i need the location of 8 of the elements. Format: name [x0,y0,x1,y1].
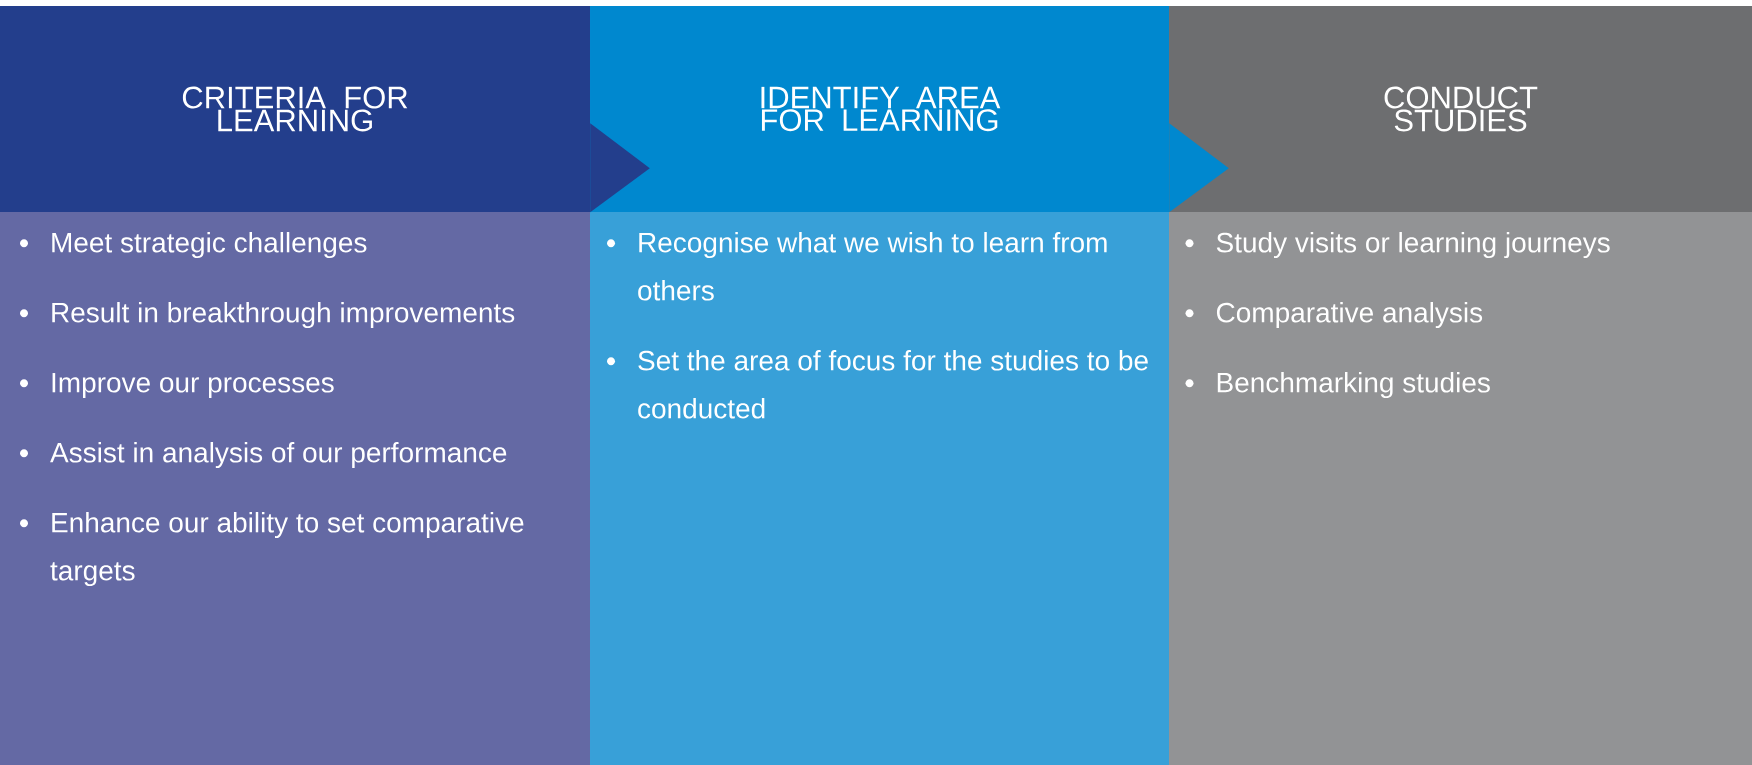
content-panel: Meet strategic challenges Result in breakthrough improvements Improve our processes Assist in analysis of our performance Enhance our ability to set comparative targets [0,212,590,765]
header-band: CONDUCT STUDIES [1169,6,1752,212]
content-panel: Study visits or learning journeys Comparative analysis Benchmarking studies [1169,212,1752,765]
header-band: IDENTIFY AREA FOR LEARNING [590,6,1169,212]
content-panel: Recognise what we wish to learn from others Set the area of focus for the studies to be conducted [590,212,1169,765]
chevron-arrow [590,123,650,213]
chevron-arrow [1169,123,1229,213]
header-band: CRITERIA FOR LEARNING [0,6,590,212]
